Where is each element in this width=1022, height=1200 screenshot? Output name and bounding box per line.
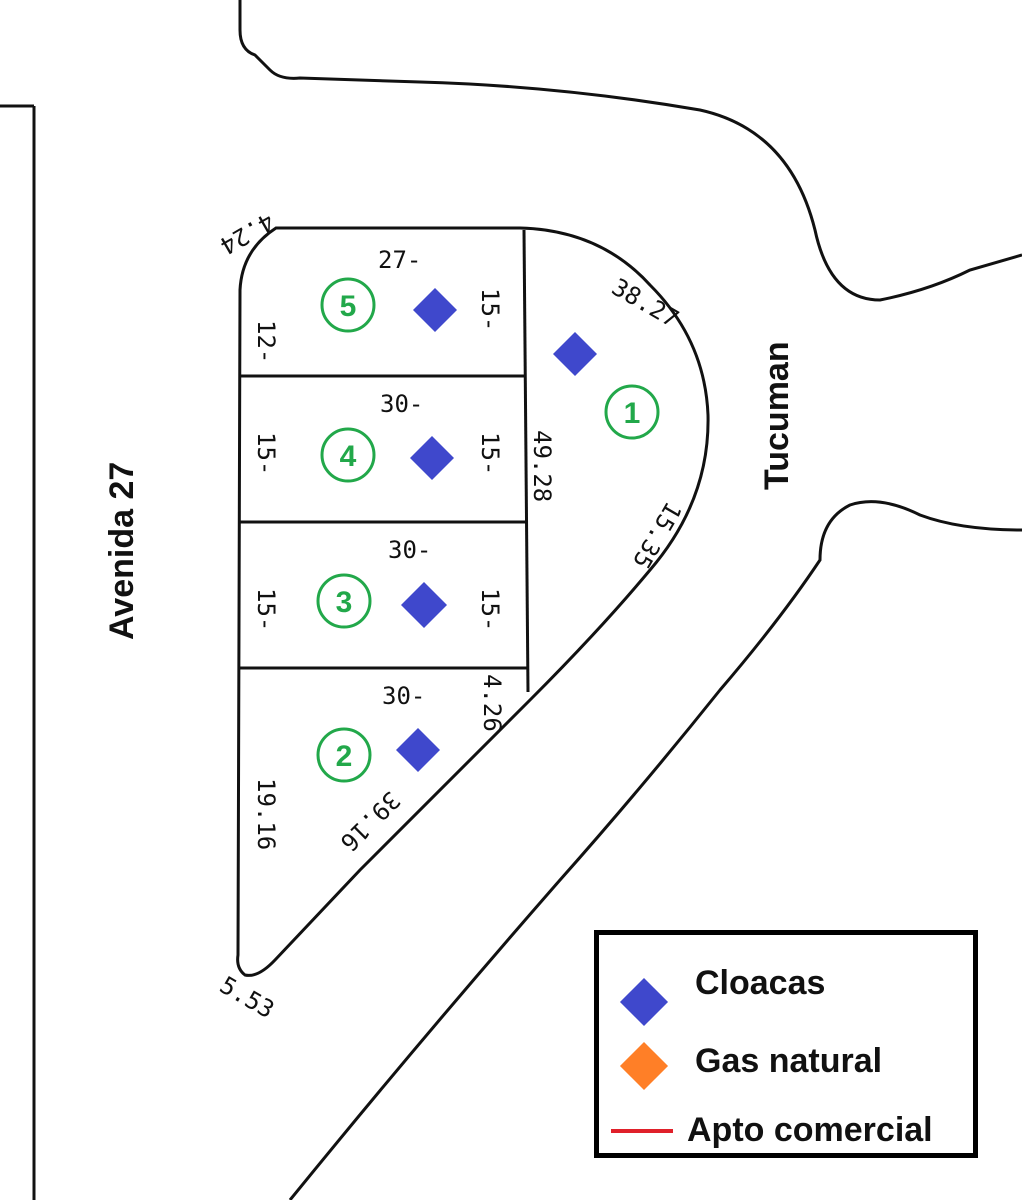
measure-lot2-left: 19.16 — [252, 778, 280, 850]
measure-lot4-right: 15- — [476, 432, 504, 475]
cloacas-diamond-lot5 — [413, 288, 457, 332]
measure-lot3-top: 30- — [388, 536, 431, 564]
lot-number-4: 4 — [340, 440, 357, 473]
measure-lot2-top: 30- — [382, 682, 425, 710]
legend: Cloacas Gas natural Apto comercial — [594, 930, 978, 1158]
lot-marker-4: 4 — [320, 427, 376, 483]
cloacas-diamond-lot3 — [401, 582, 447, 628]
street-label-avenida-27: Avenida 27 — [103, 462, 141, 640]
lot-numbers: 5 4 3 2 1 — [316, 277, 660, 783]
cloacas-diamond-lot1 — [553, 332, 597, 376]
lot-marker-1: 1 — [604, 384, 660, 440]
cloacas-markers — [396, 288, 597, 772]
legend-item-cloacas: Cloacas — [619, 961, 826, 1027]
lot-number-2: 2 — [336, 740, 353, 773]
measure-lot4-top: 30- — [380, 390, 423, 418]
measure-corner-top: 4.24 — [215, 207, 279, 260]
legend-label-comercial: Apto comercial — [687, 1111, 933, 1149]
lot-number-1: 1 — [624, 397, 641, 430]
measure-lot3-right: 15- — [476, 588, 504, 631]
measure-lot5-top: 27- — [378, 246, 421, 274]
lot-marker-3: 3 — [316, 573, 372, 629]
measure-lot5-left: 12- — [252, 320, 280, 363]
lot-number-5: 5 — [340, 290, 357, 323]
cloacas-diamond-icon — [619, 977, 669, 1027]
cloacas-diamond-lot2 — [396, 728, 440, 772]
legend-item-gas: Gas natural — [619, 1041, 883, 1091]
measure-lot5-right: 15- — [476, 288, 504, 331]
legend-item-comercial: Apto comercial — [611, 1111, 933, 1150]
block-outline — [236, 226, 710, 977]
lot-marker-2: 2 — [316, 727, 372, 783]
lot-marker-5: 5 — [320, 277, 376, 333]
measure-corner-bottom: 5.53 — [215, 971, 279, 1024]
measure-lot1-arc-bottom: 15.35 — [627, 497, 687, 574]
measure-lot4-left: 15- — [252, 432, 280, 475]
street-label-tucuman: Tucuman — [758, 341, 796, 490]
gas-diamond-icon — [619, 1041, 669, 1091]
cloacas-diamond-lot4 — [410, 436, 454, 480]
measurement-labels: 27- 12- 15- 30- 15- 15- 30- 15- 15- 30- … — [215, 207, 687, 1024]
lot-number-3: 3 — [336, 586, 353, 619]
comercial-line-icon — [611, 1128, 673, 1133]
legend-label-cloacas: Cloacas — [695, 963, 826, 1002]
measure-lot3-left: 15- — [252, 588, 280, 631]
measure-lot2-right: 4.26 — [478, 674, 506, 732]
measure-lot1-inner: 49.28 — [528, 430, 556, 502]
legend-label-gas: Gas natural — [695, 1041, 883, 1080]
measure-lot2-diagonal: 39.16 — [335, 786, 406, 857]
